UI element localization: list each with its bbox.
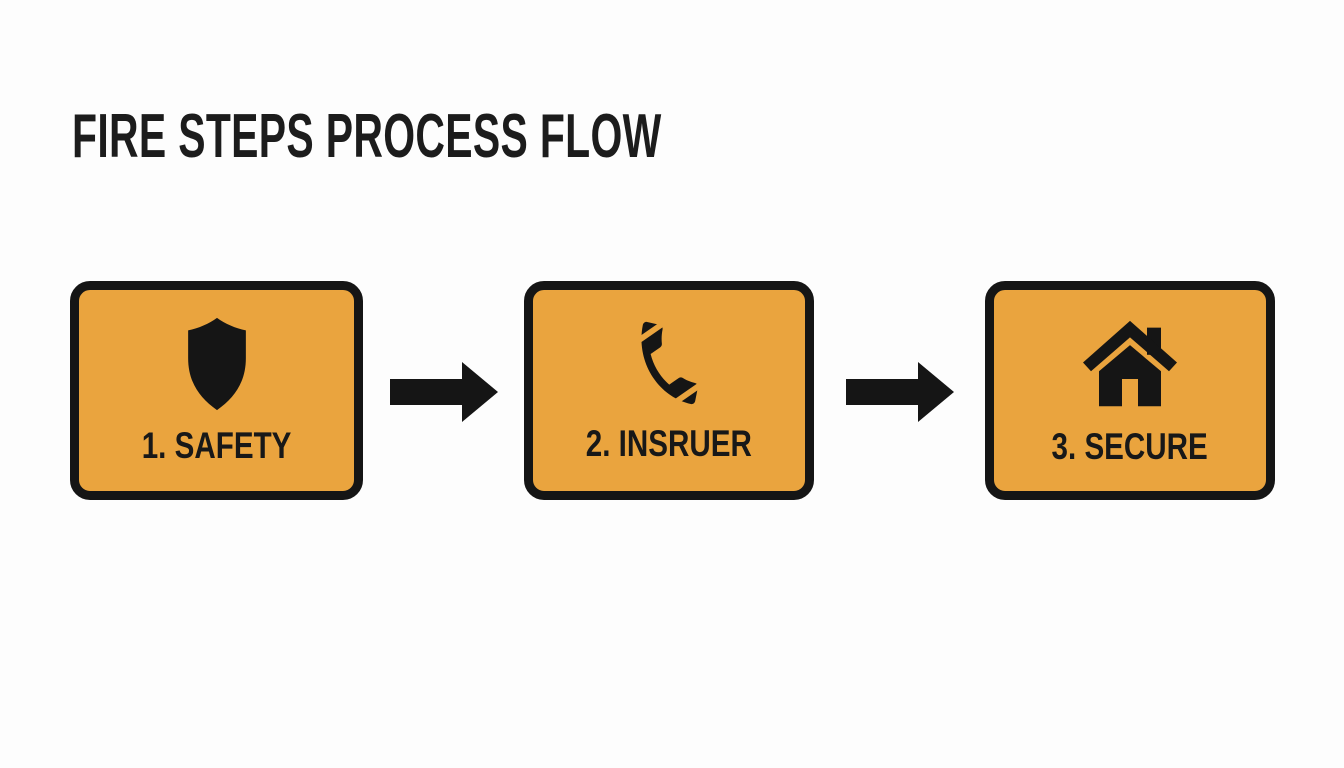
step-box-secure: 3. SECURE [985,281,1275,500]
home-icon [1083,320,1177,407]
step-label-safety: 1. SAFETY [141,425,292,466]
arrow-right-icon [846,362,954,422]
step-box-safety: 1. SAFETY [70,281,363,500]
page-title: FIRE STEPS PROCESS FLOW [72,102,662,171]
step-box-insruer: 2. INSRUER [524,281,814,500]
shield-icon [187,317,246,411]
arrow-right-icon [390,362,498,422]
step-label-secure: 3. SECURE [1051,426,1209,467]
step-label-insruer: 2. INSRUER [585,423,753,464]
phone-icon [631,318,707,408]
